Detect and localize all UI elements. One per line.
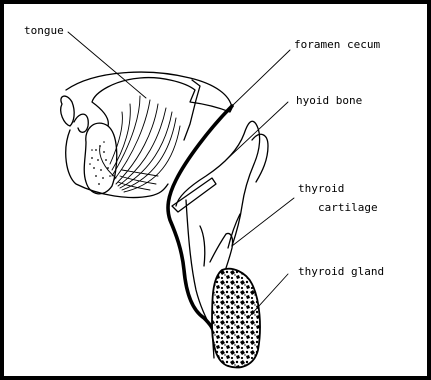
- leader-thyroid-cartilage: [232, 198, 294, 246]
- thyroid-cartilage-outline: [210, 234, 233, 268]
- pharynx-outline: [228, 214, 240, 248]
- label-thyroid-cartilage-line1: thyroid: [298, 182, 344, 195]
- leader-foramen-cecum: [232, 50, 290, 106]
- label-thyroid-cartilage-line2: cartilage: [318, 201, 378, 214]
- lower-lip-outline: [74, 114, 88, 132]
- tongue-outline: [66, 72, 232, 126]
- anterior-neck-outline: [200, 226, 205, 266]
- label-thyroid-gland: thyroid gland: [298, 265, 384, 278]
- lip-outline: [61, 96, 74, 126]
- leader-hyoid-bone: [226, 102, 288, 160]
- label-foramen-cecum: foramen cecum: [294, 38, 380, 51]
- thyroid-gland-shape: [212, 269, 260, 368]
- tongue-back-edge: [184, 80, 200, 140]
- larynx-outline: [186, 200, 214, 358]
- label-tongue: tongue: [24, 24, 64, 37]
- tongue-fibres: [100, 96, 180, 192]
- hyoid-body: [172, 178, 216, 212]
- label-hyoid-bone: hyoid bone: [296, 94, 362, 107]
